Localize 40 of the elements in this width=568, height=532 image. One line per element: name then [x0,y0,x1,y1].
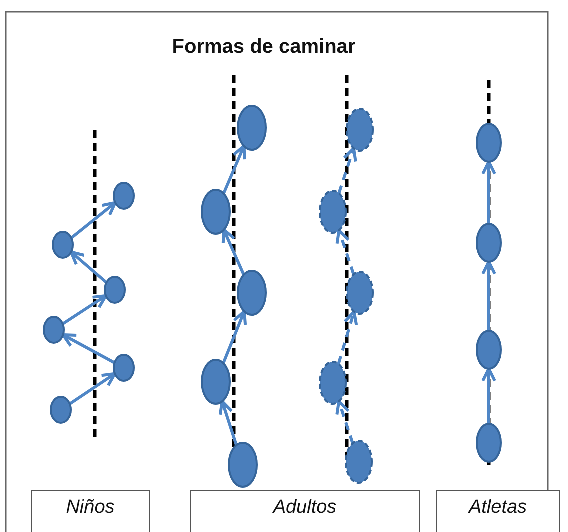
arrow [338,147,358,194]
arrow [336,400,354,444]
arrow [70,250,108,284]
arrow [62,294,108,326]
group-label: Niños [31,490,150,532]
arrow [222,228,246,276]
arrow [482,260,496,331]
footprint [475,122,503,164]
footprint [475,222,503,264]
footprint [51,230,75,260]
footprint [345,107,375,153]
footprint [112,181,136,211]
arrow [482,368,496,424]
footprint [236,104,268,152]
footprint [200,188,232,236]
footprint [200,358,232,406]
arrow [62,334,116,364]
group-label: Adultos [190,490,420,532]
arrow [218,400,238,446]
footprint [345,270,375,316]
arrow [222,144,246,194]
arrow [222,310,248,364]
group-label: Atletas [436,490,560,532]
footprint [318,360,348,406]
footprint [227,441,259,489]
footprint [318,189,348,235]
footprint [49,395,73,425]
arrow [69,372,117,406]
footprint [112,353,136,383]
arrow [70,201,117,240]
footprint [344,439,374,485]
arrow [337,310,358,365]
title: Formas de caminar [171,36,357,59]
footprint [475,329,503,371]
footprint [103,275,127,305]
footprint [236,269,268,317]
footprint [42,315,66,345]
arrow [336,229,356,275]
arrow [482,160,496,224]
footprint [475,422,503,464]
